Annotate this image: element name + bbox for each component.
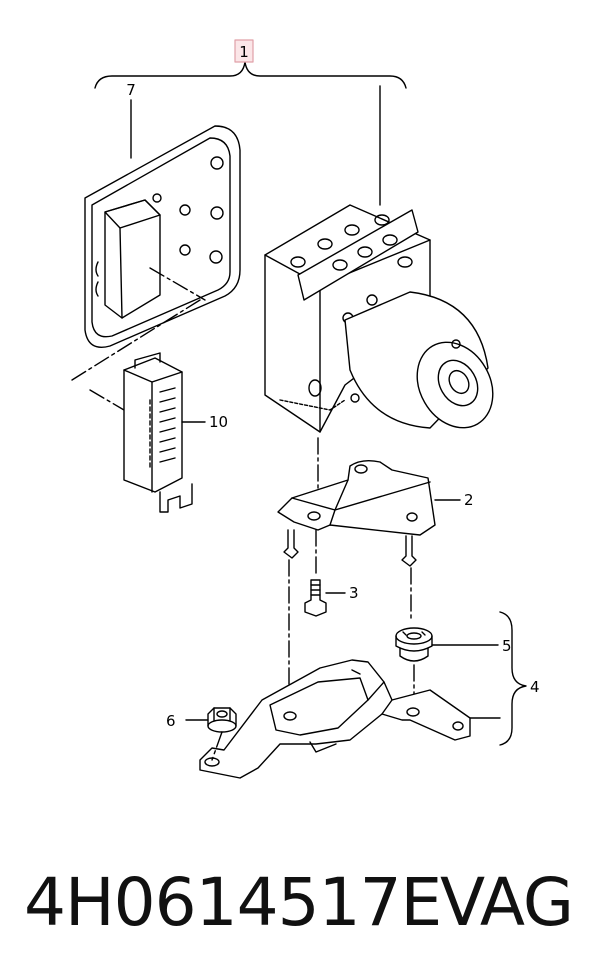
callout-3[interactable]: 3 xyxy=(349,584,359,602)
bracket-studs xyxy=(283,529,417,567)
flange-nut xyxy=(207,707,237,733)
assembly-callout-box[interactable] xyxy=(234,39,254,63)
callout-4[interactable]: 4 xyxy=(530,678,540,696)
mounting-bracket xyxy=(277,459,436,536)
hydraulic-unit xyxy=(264,204,494,433)
callout-7[interactable]: 7 xyxy=(126,81,136,99)
rubber-buffer xyxy=(395,627,433,662)
footer-caption: 4H0614517E VAG xyxy=(0,848,600,958)
mount-set-brace xyxy=(499,611,527,746)
callout-10[interactable]: 10 xyxy=(209,413,228,431)
callout-6[interactable]: 6 xyxy=(166,712,176,730)
callout-5[interactable]: 5 xyxy=(502,637,512,655)
abs-exploded-diagram: 1 7 10 xyxy=(71,39,540,779)
part-number: 4H0614517E xyxy=(24,864,442,941)
callout-2[interactable]: 2 xyxy=(464,491,474,509)
bolt xyxy=(304,579,327,617)
brand-name: VAG xyxy=(440,864,574,941)
lower-mounting-plate xyxy=(199,659,471,779)
callout-1[interactable]: 1 xyxy=(239,43,249,61)
control-unit xyxy=(84,125,241,348)
wiring-connector xyxy=(123,352,193,513)
